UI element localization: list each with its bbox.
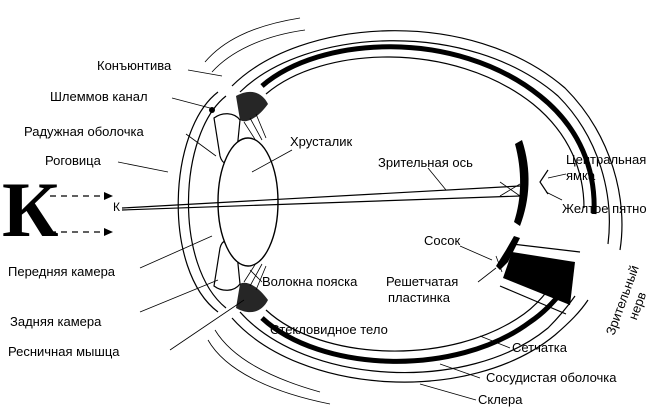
optic-nerve-end [568,261,575,306]
small-letter: К [113,200,120,214]
leader-tsentralnaya [547,173,567,179]
leader-shlemmov [171,97,211,109]
optic-nerve-sheath-bottom [499,285,567,315]
leader-setchatka [479,335,511,349]
cornea-outer [177,91,219,313]
leader-zheltoe [545,191,563,201]
label-shlemmov: Шлеммов канал [50,89,148,104]
label-khrustalik: Хрусталик [290,134,352,149]
cornea-inner [187,95,227,309]
leader-sosudistaya [439,363,481,379]
leader-sosok [459,245,493,261]
label-setchatka: Сетчатка [512,340,568,355]
lens [217,137,279,267]
label-resnichnaya: Ресничная мышца [8,344,120,359]
leader-sklera [419,383,477,401]
label-sosok: Сосок [424,233,460,248]
lower-eyelid-inner [214,329,321,393]
label-yamka: ямка [566,168,596,183]
schlemm-canal-dot [209,107,215,113]
axis-cross-1 [499,181,521,197]
leader-resnichnaya [169,299,245,351]
upper-eyelid-line [204,17,301,63]
lower-eyelid-line [207,339,331,405]
label-raduzhnaya: Радужная оболочка [24,124,144,139]
ciliary-body-upper [236,91,268,122]
leader-khrustalik [251,149,293,173]
sclera-inner-top [239,40,610,245]
leader-reshetchataya [477,267,497,283]
leader-perednyaya [139,235,213,269]
label-zritelnaya-os: Зрительная ось [378,155,473,170]
upper-eyelid-inner [211,29,306,73]
sclera-outer-bottom [231,299,589,383]
axis-cross-2 [499,183,521,197]
label-steklovidnoe: Стекловидное тело [270,322,388,337]
leader-raduzhnaya [185,133,217,157]
label-sklera: Склера [478,392,523,407]
label-zritelny-group: Зрительный нерв [603,263,649,337]
leader-zadnyaya [139,279,219,313]
optic-nerve-sheath-top [511,243,581,253]
leader-zritelnaya [427,167,447,191]
choroid-band-top [260,44,597,215]
leader-konyunktiva [187,69,223,77]
label-perednyaya: Передняя камера [8,264,116,279]
label-volokna: Волокна пояска [262,274,358,289]
label-tsentralnaya: Центральная [566,152,646,167]
retina-top [265,56,585,209]
label-zheltoe: Желтое пятно [562,201,647,216]
label-sosudistaya: Сосудистая оболочка [486,370,617,385]
label-plastinka: пластинка [388,290,451,305]
leader-volokna [249,269,263,283]
visual-axis-line-2 [121,195,521,211]
sclera-outer-top [231,30,623,251]
object-letter: К [2,166,59,253]
label-zadnyaya: Задняя камера [10,314,102,329]
macula-region [514,140,529,226]
label-reshetchataya: Решетчатая [386,274,458,289]
optic-nerve-core [503,252,575,305]
upper-ray-arrow [104,192,113,200]
lamina-cribrosa-mark [495,255,503,273]
label-rogovitsa: Роговица [45,153,102,168]
leader-rogovitsa [117,161,169,173]
fovea-notch [539,169,549,195]
lower-ray-arrow [104,228,113,236]
ciliary-body-lower [236,282,268,313]
label-konyunktiva: Конъюнтива [97,58,172,73]
visual-axis-line-1 [121,185,521,209]
